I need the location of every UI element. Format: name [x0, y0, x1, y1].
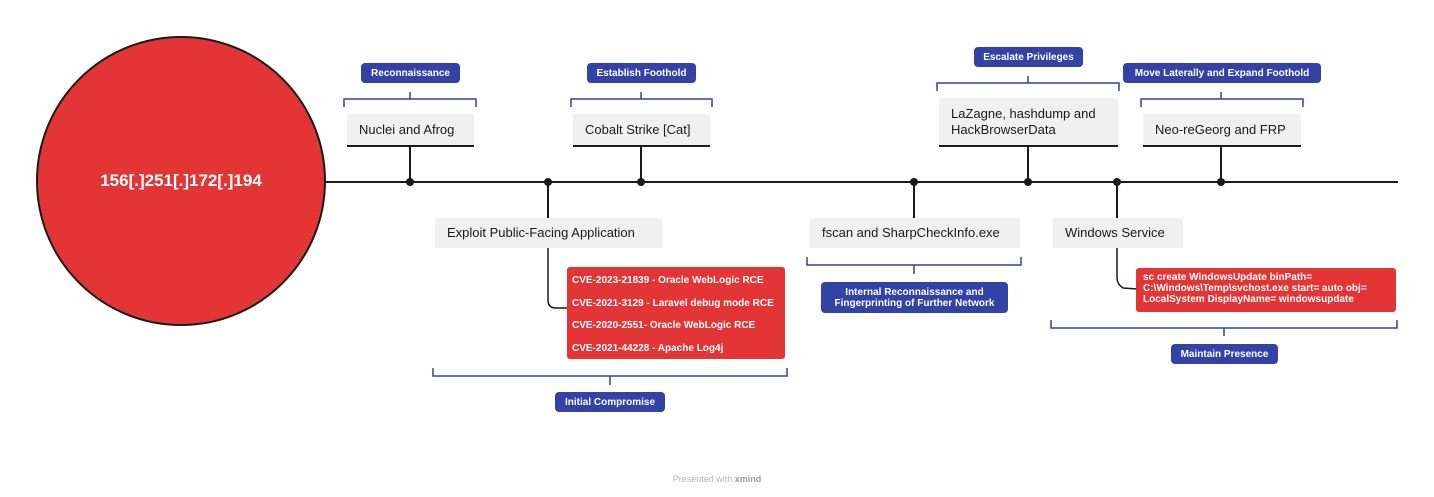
node-fscan-label: fscan and SharpCheckInfo.exe	[822, 225, 1000, 240]
node-lazagne-label: LaZagne, hashdump and HackBrowserData	[951, 105, 1096, 137]
bracket-establish-foothold	[570, 92, 713, 107]
node-fscan[interactable]: fscan and SharpCheckInfo.exe	[810, 218, 1020, 248]
junction-dot	[1217, 178, 1225, 186]
node-cobalt-strike[interactable]: Cobalt Strike [Cat]	[573, 114, 710, 147]
cve-item: CVE-2020-2551- Oracle WebLogic RCE	[572, 320, 756, 331]
tag-internal-recon-label: Internal Reconnaissance and Fingerprinti…	[834, 286, 995, 309]
tag-escalate-privileges[interactable]: Escalate Privileges	[974, 47, 1083, 67]
node-exploit-public-facing[interactable]: Exploit Public-Facing Application	[435, 218, 662, 248]
connector-sc-command	[1116, 247, 1139, 290]
node-nuclei-afrog-label: Nuclei and Afrog	[359, 121, 455, 137]
node-neoregeorg-label: Neo-reGeorg and FRP	[1155, 121, 1286, 137]
bracket-initial-compromise	[432, 368, 788, 385]
tag-establish-foothold[interactable]: Establish Foothold	[587, 63, 696, 83]
junction-dot	[544, 178, 552, 186]
footer-brand: xmind	[734, 474, 762, 484]
junction-dot	[637, 178, 645, 186]
tag-maintain-presence-label: Maintain Presence	[1180, 348, 1269, 360]
tag-move-laterally[interactable]: Move Laterally and Expand Foothold	[1123, 63, 1321, 83]
junction-dot	[1024, 178, 1032, 186]
cve-item: CVE-2021-3129 - Laravel debug mode RCE	[572, 297, 774, 309]
tag-initial-compromise[interactable]: Initial Compromise	[555, 392, 665, 412]
node-neoregeorg[interactable]: Neo-reGeorg and FRP	[1143, 114, 1301, 147]
bracket-reconnaissance	[343, 92, 477, 107]
node-windows-service[interactable]: Windows Service	[1053, 218, 1183, 248]
connector-cve-list	[547, 247, 568, 309]
node-nuclei-afrog[interactable]: Nuclei and Afrog	[347, 114, 474, 147]
junction-dot	[406, 178, 414, 186]
cve-item: CVE-2021-44228 - Apache Log4j	[572, 342, 724, 354]
footer-prefix: Presented with	[672, 474, 733, 484]
cve-list-box[interactable]: CVE-2023-21839 - Oracle WebLogic RCE CVE…	[567, 267, 785, 359]
tag-reconnaissance-label: Reconnaissance	[371, 67, 450, 79]
node-exploit-label: Exploit Public-Facing Application	[447, 225, 635, 240]
bracket-escalate-privileges	[936, 76, 1120, 91]
cve-item: CVE-2023-21839 - Oracle WebLogic RCE	[572, 275, 764, 286]
presented-with-footer: Presented with xmind	[0, 474, 1434, 484]
node-cobalt-strike-label: Cobalt Strike [Cat]	[585, 121, 691, 137]
tag-move-laterally-label: Move Laterally and Expand Foothold	[1134, 67, 1310, 79]
target-ip-label: 156[.]251[.]172[.]194	[100, 171, 262, 190]
junction-dot	[1113, 178, 1121, 186]
node-windows-service-label: Windows Service	[1065, 225, 1165, 240]
target-ip-root[interactable]: 156[.]251[.]172[.]194	[36, 36, 326, 326]
service-command-text: sc create WindowsUpdate binPath= C:\Wind…	[1143, 272, 1367, 305]
tag-establish-foothold-label: Establish Foothold	[596, 67, 687, 79]
tag-escalate-privileges-label: Escalate Privileges	[983, 51, 1074, 63]
bracket-internal-recon	[806, 257, 1022, 274]
tag-internal-recon[interactable]: Internal Reconnaissance and Fingerprinti…	[821, 282, 1008, 313]
tag-reconnaissance[interactable]: Reconnaissance	[361, 63, 460, 83]
tag-maintain-presence[interactable]: Maintain Presence	[1171, 344, 1278, 364]
bracket-maintain-presence	[1050, 320, 1398, 336]
junction-dot	[910, 178, 918, 186]
bracket-move-laterally	[1140, 92, 1304, 107]
service-command-box[interactable]: sc create WindowsUpdate binPath= C:\Wind…	[1136, 268, 1396, 312]
node-lazagne[interactable]: LaZagne, hashdump and HackBrowserData	[939, 98, 1118, 147]
tag-initial-compromise-label: Initial Compromise	[564, 396, 655, 408]
